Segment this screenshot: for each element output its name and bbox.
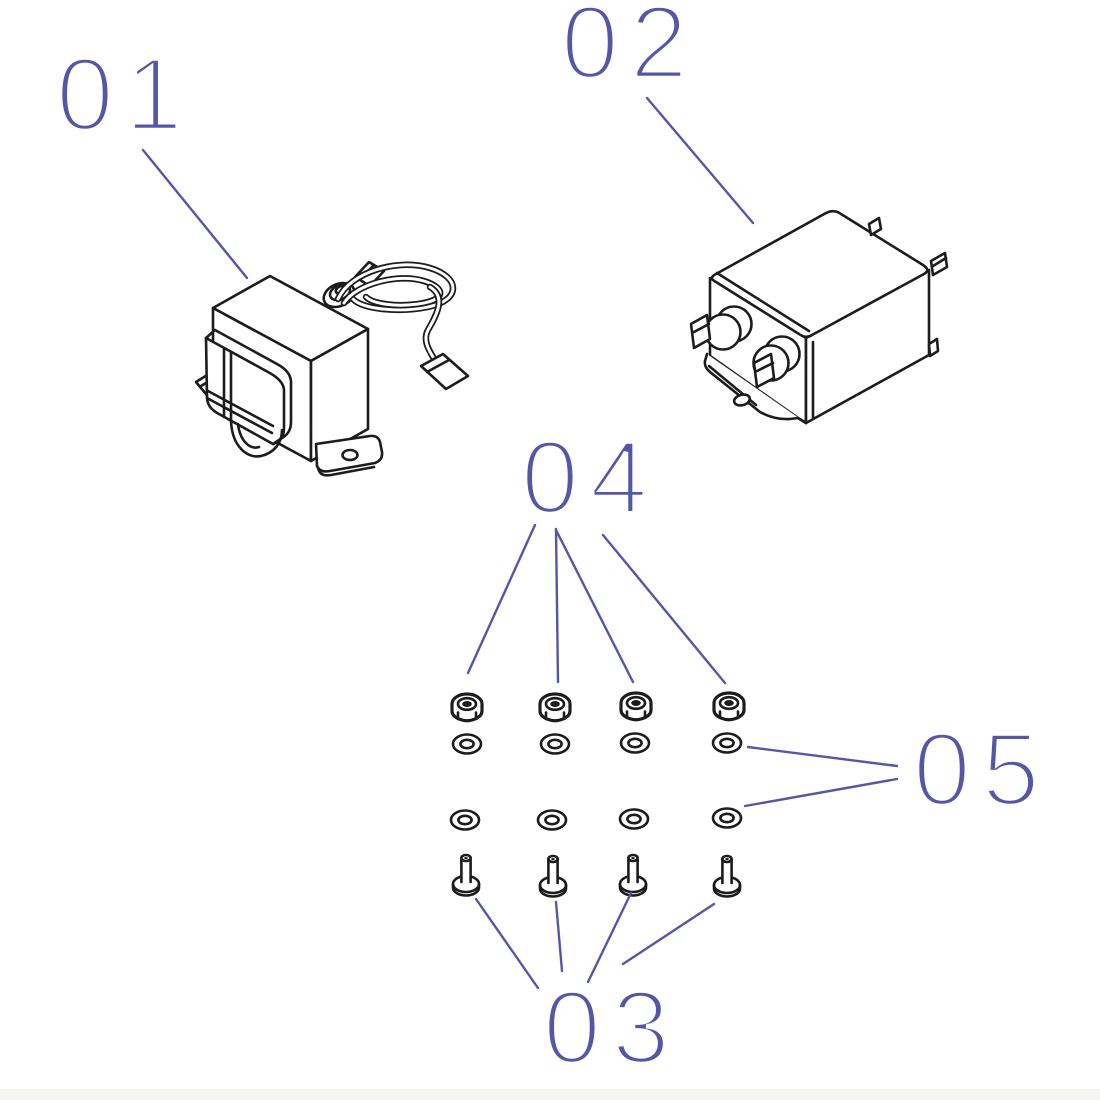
leader-03-a [474,897,540,990]
screw-icon [538,854,568,898]
leader-01 [141,148,249,280]
washer-icon [539,733,571,755]
washer-icon [449,809,481,831]
filter-flange [703,352,808,425]
leader-03-c [586,891,633,984]
leader-05-b [743,777,899,808]
leader-04-b [554,527,560,684]
screw-icon [712,854,742,898]
leader-04-d [601,533,727,685]
line-filter-illustration [689,209,949,425]
washer-icon [711,732,743,754]
transformer-side-face [309,327,370,463]
filter-flange-hole [732,393,752,407]
washer-icon [618,808,650,830]
leader-03-b [554,900,564,973]
washer-icon [451,733,483,755]
filter-terminal-2 [752,352,776,389]
leader-03-d [621,902,716,966]
screw-icon [451,853,481,897]
leader-02 [645,96,755,225]
washer-icon [536,809,568,831]
leader-lines [141,96,899,990]
filter-terminal-1 [689,313,712,350]
washer-icon [619,732,651,754]
transformer-wires [334,261,457,366]
washer-icon [711,807,743,829]
lock-nut-icon [538,692,572,723]
leader-04-c [554,528,635,684]
lock-nut-icon [619,691,653,722]
callout-01-label: 01 [56,37,194,153]
filter-tab-right [929,251,949,277]
leader-05-a [746,745,899,768]
lock-nut-icon [450,692,484,723]
filter-top-face [710,209,929,339]
filter-tab-top [867,216,883,237]
callout-03-label: 03 [543,970,681,1086]
footer-strip [0,1089,1100,1100]
transformer-illustration [194,260,470,477]
transformer-spade-connector [419,352,470,391]
lock-nut-icon [712,691,746,722]
filter-tab-bottom [927,337,940,358]
callout-02-label: 02 [561,0,699,101]
callout-04-label: 04 [521,420,659,536]
leader-04-a [466,523,537,675]
fastener-set [449,691,746,898]
transformer-foot-hole [341,448,359,462]
screw-icon [618,853,648,897]
callout-05-label: 05 [913,712,1051,828]
filter-post-1 [704,313,742,351]
